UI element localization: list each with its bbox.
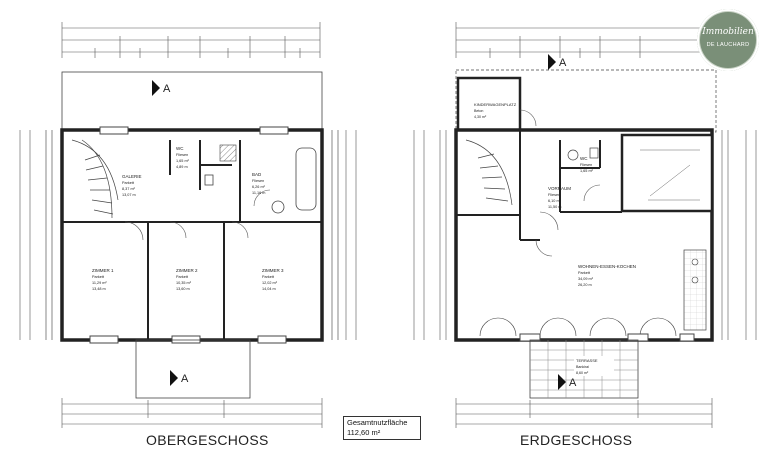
- og-upper-roof-area: [61, 71, 323, 131]
- svg-text:11,50 m: 11,50 m: [548, 205, 561, 209]
- svg-text:13,07 m: 13,07 m: [122, 193, 136, 197]
- og-room-label-zimmer-2: ZIMMER 2 Parkett 10,35 m² 13,60 m: [176, 268, 198, 291]
- svg-text:6,10 m²: 6,10 m²: [548, 199, 562, 203]
- svg-text:Fliesen: Fliesen: [176, 153, 188, 157]
- svg-text:Fliesen: Fliesen: [548, 193, 560, 197]
- total-area-label: Gesamtnutzfläche: [347, 418, 408, 427]
- og-room-label-zimmer-1: ZIMMER 1 Parkett 11,29 m² 13,48 m: [92, 268, 114, 291]
- og-lower-balcony: [135, 339, 251, 399]
- svg-text:WOHNEN-ESSEN-KOCHEN: WOHNEN-ESSEN-KOCHEN: [578, 264, 636, 269]
- agency-logo: Immobilien DE LAUCHARD: [697, 9, 759, 71]
- erdgeschoss-plan: [413, 22, 757, 428]
- svg-text:ZIMMER 3: ZIMMER 3: [262, 268, 284, 273]
- svg-text:WC: WC: [176, 146, 184, 151]
- eg-kitchen-counter: [683, 249, 707, 331]
- og-outer-wall: [60, 128, 324, 342]
- svg-text:Bankirai: Bankirai: [576, 365, 589, 369]
- svg-text:11,29 m²: 11,29 m²: [92, 281, 107, 285]
- eg-staircase: [465, 139, 513, 206]
- svg-text:ZIMMER 2: ZIMMER 2: [176, 268, 198, 273]
- svg-text:4,89 m: 4,89 m: [176, 165, 188, 169]
- eg-room-label-wc: WC Fliesen 1,65 m²: [580, 156, 594, 173]
- svg-text:26,20 m: 26,20 m: [578, 283, 592, 287]
- og-section-marker-bottom: [170, 370, 178, 386]
- eg-section-letter-top: A: [559, 57, 567, 69]
- total-area-value: 112,60 m²: [347, 428, 381, 437]
- svg-text:12,02 m²: 12,02 m²: [262, 281, 278, 285]
- eg-section-marker-bottom: [558, 374, 566, 390]
- og-room-label-bad: BAD Fliesen 6,26 m² 11,16 m: [252, 172, 266, 195]
- eg-room-label-wohnen-essen-kochen: WOHNEN-ESSEN-KOCHEN Parkett 34,09 m² 26,…: [578, 264, 636, 287]
- svg-text:8,37 m²: 8,37 m²: [122, 187, 136, 191]
- svg-text:GALERIE: GALERIE: [122, 174, 142, 179]
- svg-text:Parkett: Parkett: [262, 275, 275, 279]
- svg-text:14,04 m: 14,04 m: [262, 287, 276, 291]
- svg-text:Parkett: Parkett: [176, 275, 189, 279]
- eg-room-label-vorraum: VORRAUM Fliesen 6,10 m² 11,50 m: [548, 186, 571, 209]
- og-wc-fixture: [204, 174, 214, 186]
- og-staircase: [71, 139, 119, 219]
- total-area-box: Gesamtnutzfläche 112,60 m²: [343, 416, 421, 440]
- svg-text:Parkett: Parkett: [92, 275, 105, 279]
- svg-text:4,30 m²: 4,30 m²: [474, 115, 487, 119]
- og-top-dimensions: [61, 22, 321, 58]
- svg-text:BAD: BAD: [252, 172, 262, 177]
- agency-logo-script: Immobilien: [702, 27, 754, 37]
- eg-annex: [620, 133, 714, 213]
- svg-text:10,35 m²: 10,35 m²: [176, 281, 192, 285]
- eg-section-letter-bottom: A: [569, 377, 577, 389]
- svg-text:8,60 m²: 8,60 m²: [576, 371, 589, 375]
- svg-text:VORRAUM: VORRAUM: [548, 186, 571, 191]
- svg-text:Fliesen: Fliesen: [580, 163, 592, 167]
- og-section-letter-bottom: A: [181, 373, 189, 385]
- svg-text:13,60 m: 13,60 m: [176, 287, 190, 291]
- svg-text:TERRASSE: TERRASSE: [576, 358, 598, 363]
- obergeschoss-plan: [19, 22, 357, 428]
- og-room-label-wc: WC Fliesen 1,65 m² 4,89 m: [176, 146, 190, 169]
- svg-text:Parkett: Parkett: [122, 181, 135, 185]
- svg-text:Parkett: Parkett: [578, 271, 591, 275]
- svg-text:1,65 m²: 1,65 m²: [176, 159, 190, 163]
- eg-room-label-kinderwagenplatz: KINDERWAGENPLATZ Beton 4,30 m²: [474, 102, 517, 119]
- svg-text:1,65 m²: 1,65 m²: [580, 169, 594, 173]
- svg-text:6,26 m²: 6,26 m²: [252, 185, 266, 189]
- svg-text:ZIMMER 1: ZIMMER 1: [92, 268, 114, 273]
- svg-text:Fliesen: Fliesen: [252, 179, 264, 183]
- eg-section-marker-top: [548, 54, 556, 70]
- eg-room-label-terrasse: TERRASSE Bankirai 8,60 m²: [574, 356, 614, 376]
- eg-top-dimensions: [455, 22, 713, 58]
- svg-text:KINDERWAGENPLATZ: KINDERWAGENPLATZ: [474, 102, 517, 107]
- og-bathtub: [295, 147, 317, 211]
- og-room-label-zimmer-3: ZIMMER 3 Parkett 12,02 m² 14,04 m: [262, 268, 284, 291]
- floor-title-obergeschoss: OBERGESCHOSS: [146, 432, 269, 448]
- svg-text:WC: WC: [580, 156, 588, 161]
- svg-text:Beton: Beton: [474, 109, 483, 113]
- svg-text:13,48 m: 13,48 m: [92, 287, 106, 291]
- og-washbasin: [271, 200, 285, 214]
- agency-logo-name: DE LAUCHARD: [706, 42, 750, 48]
- og-section-letter-top: A: [163, 83, 171, 95]
- og-room-label-galerie: GALERIE Parkett 8,37 m² 13,07 m: [122, 174, 142, 197]
- og-section-marker-top: [152, 80, 160, 96]
- floor-title-erdgeschoss: ERDGESCHOSS: [520, 432, 633, 448]
- svg-text:34,09 m²: 34,09 m²: [578, 277, 594, 281]
- svg-text:11,16 m: 11,16 m: [252, 191, 265, 195]
